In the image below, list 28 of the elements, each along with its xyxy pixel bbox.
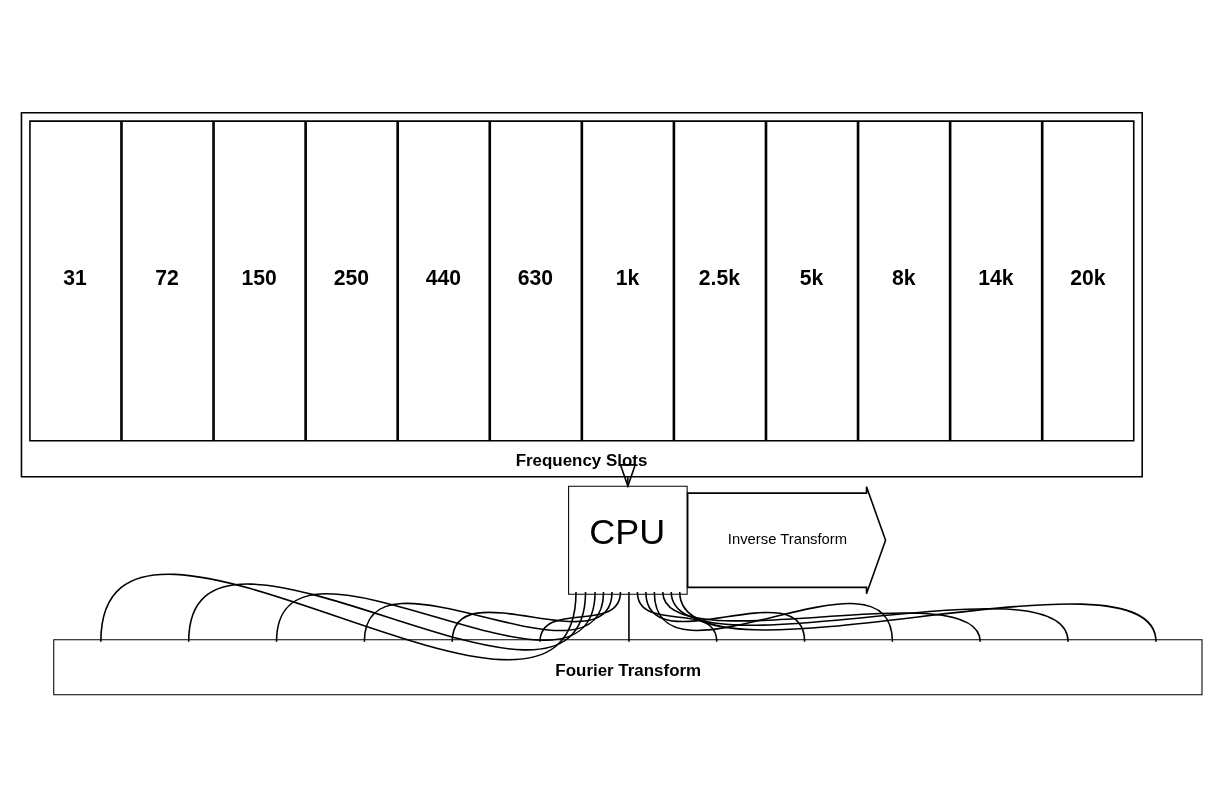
node-box: CPU bbox=[568, 485, 688, 595]
node-box: 1k bbox=[581, 119, 675, 442]
node-box: 20k bbox=[1041, 119, 1135, 442]
node-box: 150 bbox=[213, 119, 306, 442]
connector bbox=[363, 590, 605, 643]
connector bbox=[653, 590, 894, 643]
node-box: 5k bbox=[765, 119, 859, 442]
connector bbox=[451, 590, 613, 643]
node-box: 630 bbox=[489, 119, 583, 442]
node-box: 8k bbox=[857, 119, 951, 442]
connector bbox=[628, 590, 630, 643]
connector bbox=[670, 590, 1069, 643]
connector bbox=[645, 590, 806, 643]
connector bbox=[539, 590, 622, 643]
node-box: Fourier Transform bbox=[53, 638, 1203, 695]
connector bbox=[662, 590, 982, 643]
connector bbox=[275, 590, 596, 643]
connector bbox=[636, 590, 718, 643]
arrow bbox=[619, 463, 637, 488]
node-box: 72 bbox=[121, 119, 214, 442]
connector bbox=[100, 573, 577, 660]
connector bbox=[678, 590, 1157, 643]
node-box: 440 bbox=[397, 119, 491, 442]
node-box: 250 bbox=[305, 119, 398, 442]
node-box: 31 bbox=[29, 119, 122, 442]
node-box: 2.5k bbox=[673, 119, 767, 442]
node-box: 14k bbox=[949, 119, 1043, 442]
connector bbox=[187, 582, 587, 651]
